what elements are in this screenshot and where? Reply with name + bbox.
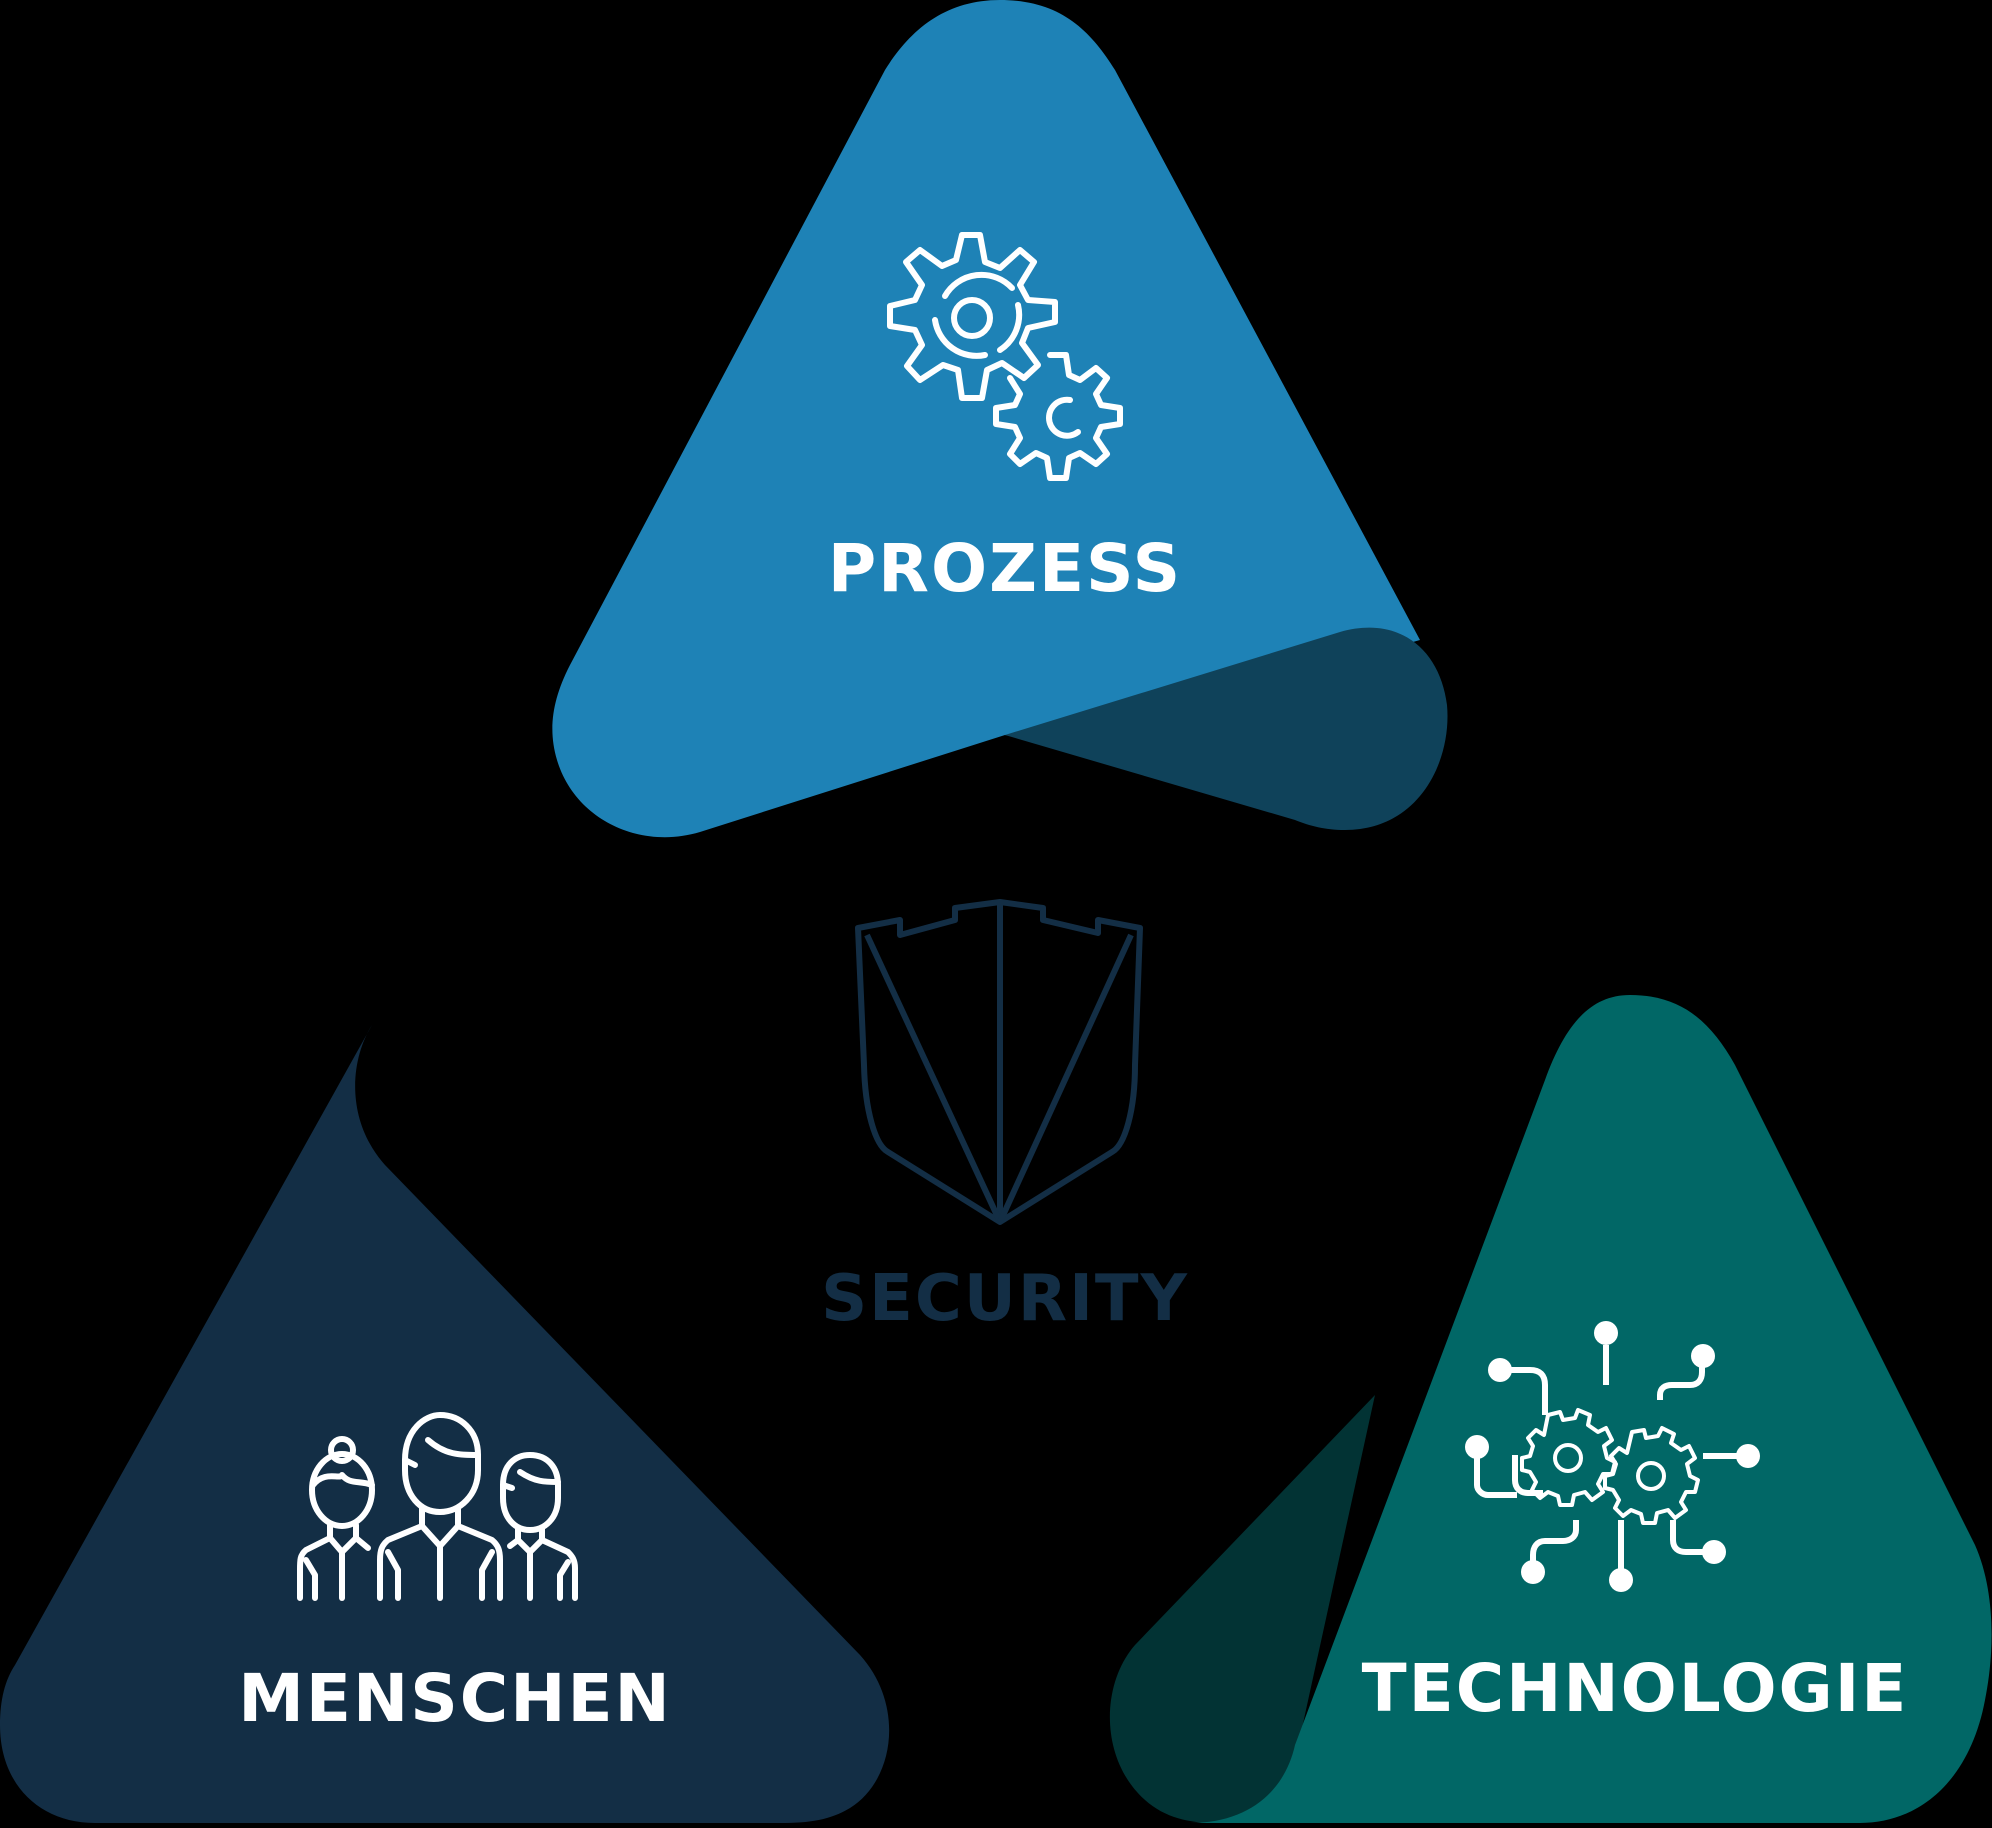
segment-technologie xyxy=(1109,995,1992,1823)
technologie-shape xyxy=(1190,995,1992,1823)
prozess-fold xyxy=(1005,627,1448,830)
segment-menschen xyxy=(0,1025,890,1823)
shield-castle-icon xyxy=(855,899,1143,1225)
segment-prozess xyxy=(552,0,1448,838)
menschen-label: MENSCHEN xyxy=(238,1660,672,1737)
gears-icon xyxy=(887,232,1123,481)
prozess-label: PROZESS xyxy=(827,530,1183,607)
technologie-fold xyxy=(1109,1395,1375,1823)
technologie-label: TECHNOLOGIE xyxy=(1361,1650,1909,1727)
prozess-shape xyxy=(552,0,1420,838)
security-label: SECURITY xyxy=(821,1262,1189,1336)
people-group-icon xyxy=(297,1412,578,1601)
circuit-gears-icon xyxy=(1465,1321,1760,1592)
menschen-shape xyxy=(0,1025,890,1823)
